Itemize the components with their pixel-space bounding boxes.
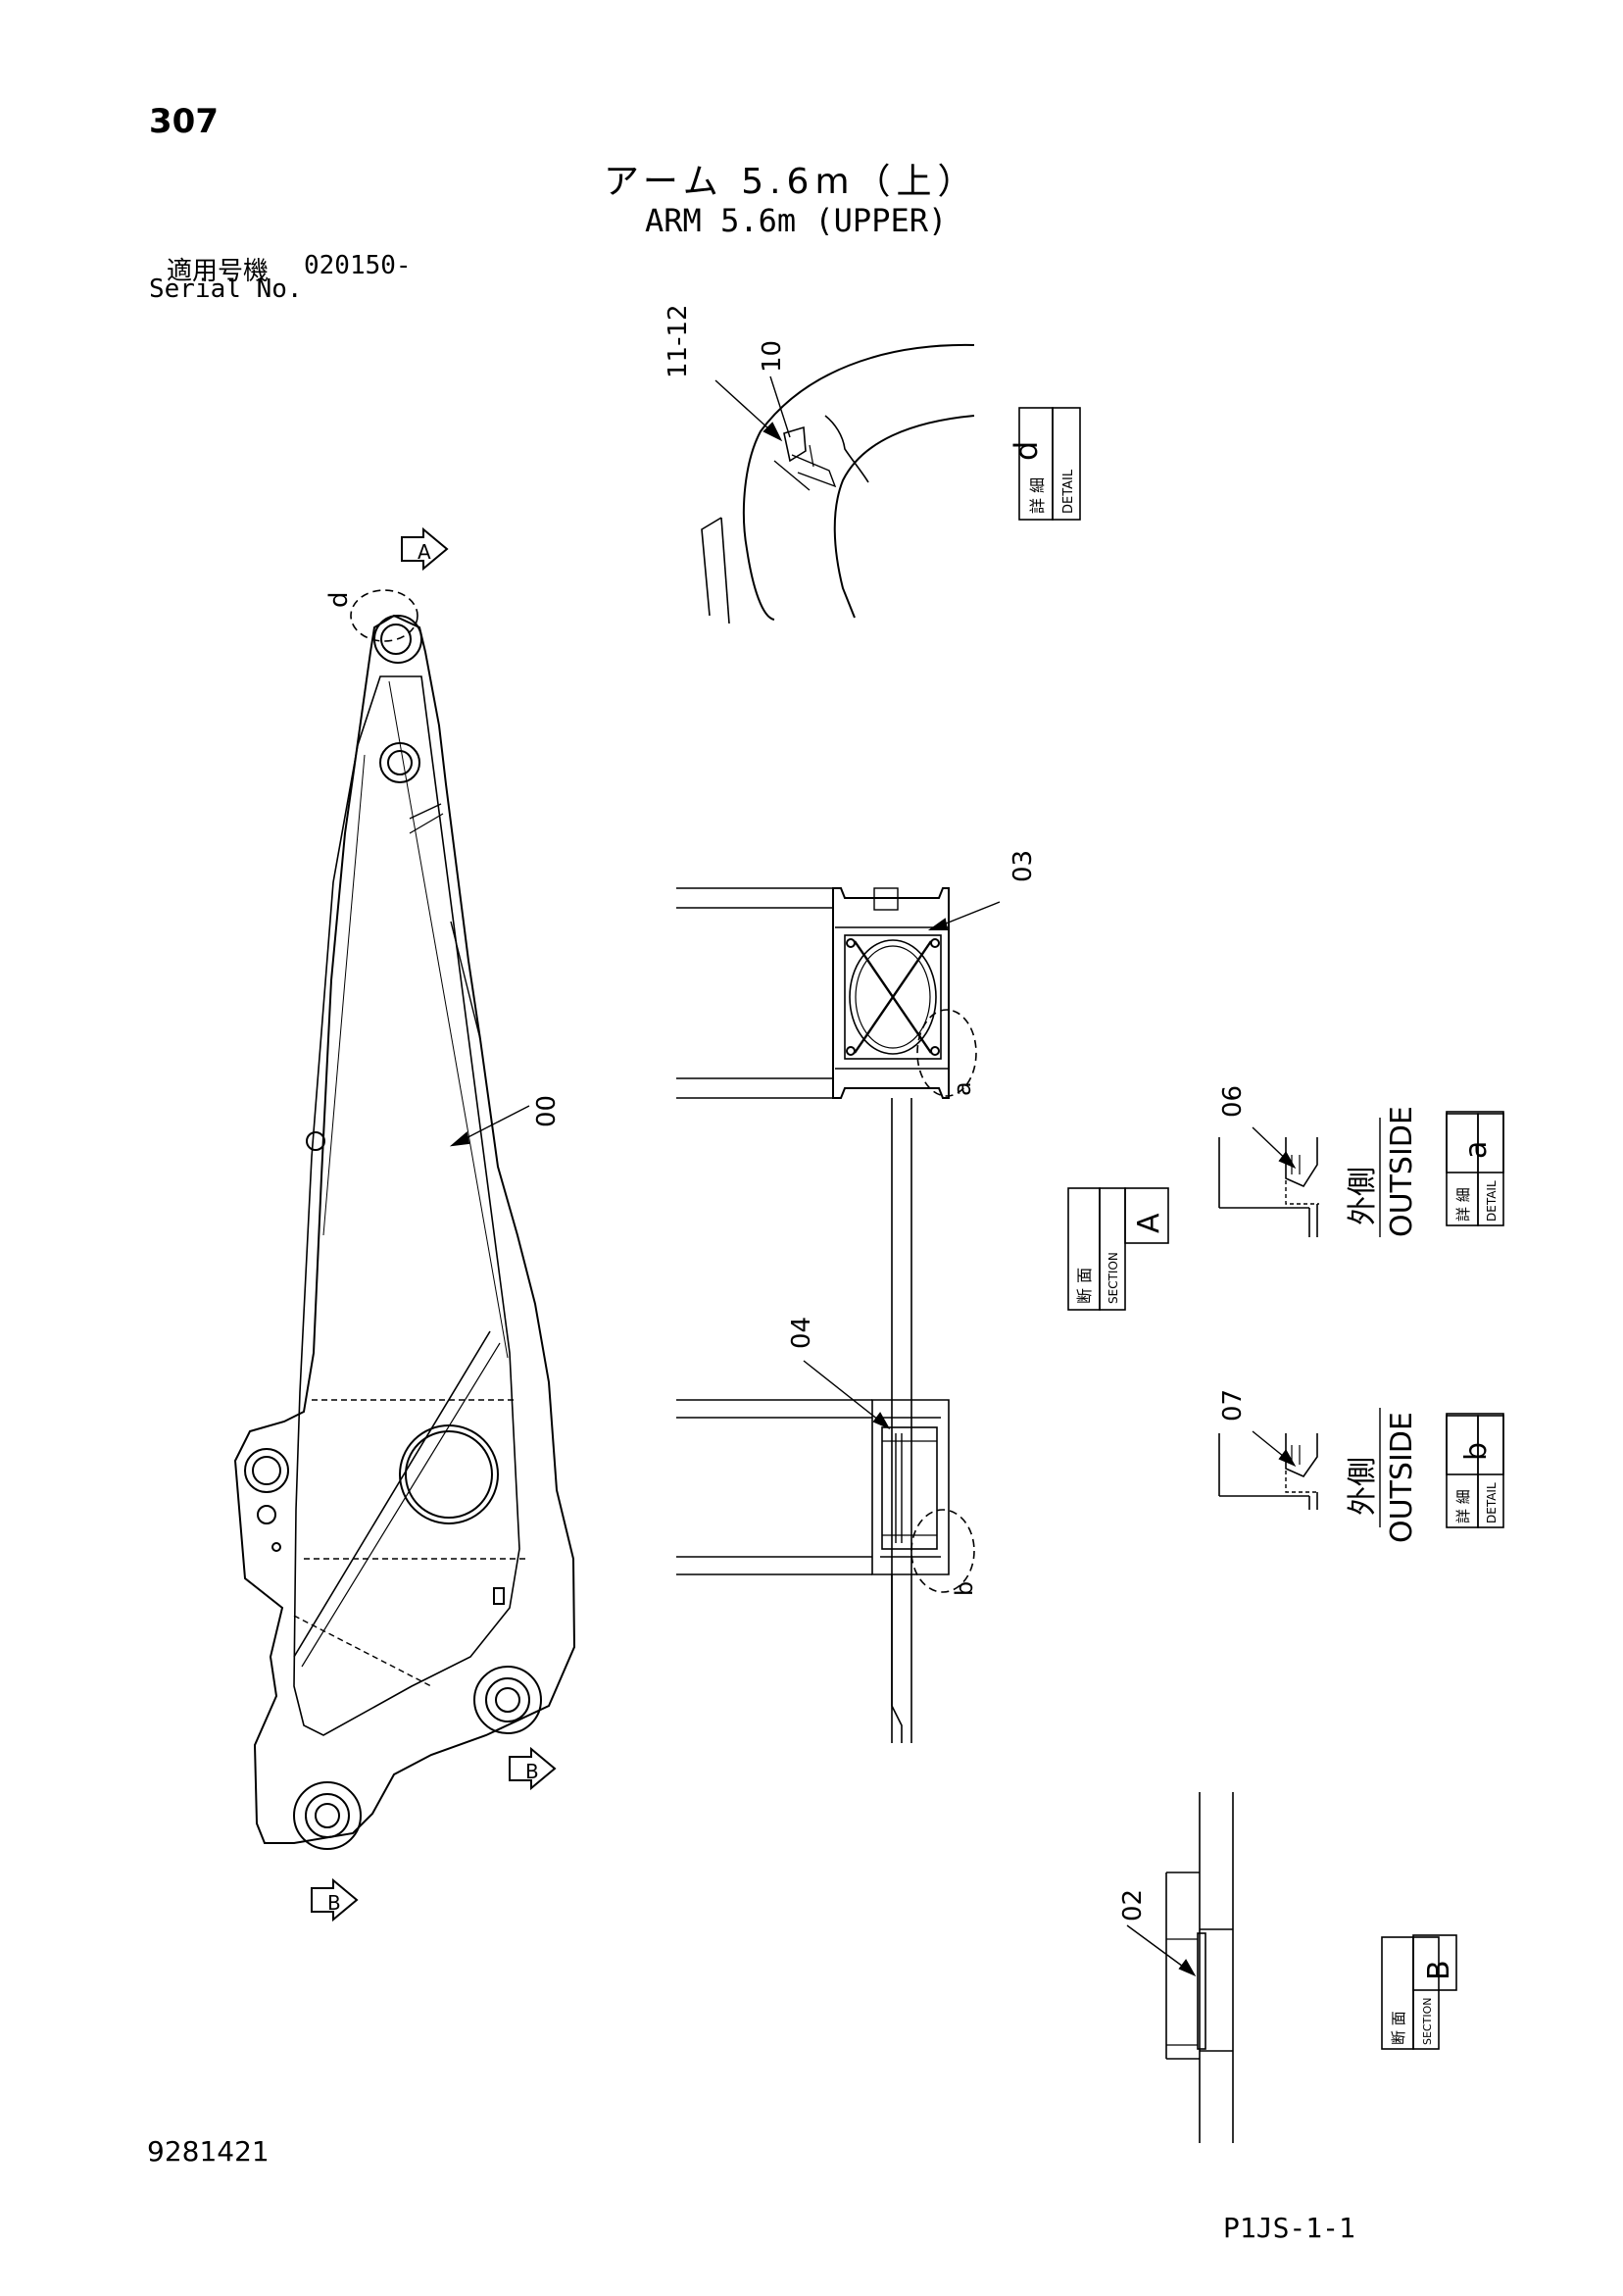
bushing-02 xyxy=(1197,1932,1206,2050)
section-b-label-box: 断 面 SECTION B xyxy=(1381,1934,1457,2050)
section-a-letter: A xyxy=(1132,1213,1166,1233)
detail-circle-a-label: a xyxy=(949,1081,976,1096)
detail-b-letter: b xyxy=(1459,1442,1494,1461)
arm-outline xyxy=(233,614,576,1844)
section-lower-housing xyxy=(871,1399,950,1575)
section-a-label-box: 断 面 SECTION A xyxy=(1067,1187,1169,1311)
detail-circle-a xyxy=(916,1009,977,1097)
title-english: ARM 5.6m (UPPER) xyxy=(645,202,948,239)
section-a-en: SECTION xyxy=(1107,1252,1120,1304)
section-a-view: a 03 xyxy=(676,850,1038,1743)
detail-circle-b xyxy=(910,1509,975,1593)
detail-b-en: DETAIL xyxy=(1485,1482,1499,1523)
section-a-jp: 断 面 xyxy=(1075,1268,1094,1304)
view-arrow-a: A xyxy=(401,526,449,572)
detail-a-letter: a xyxy=(1459,1141,1494,1159)
callout-07: 07 xyxy=(1218,1389,1248,1422)
detail-d-jp: 詳 細 xyxy=(1028,477,1047,514)
bushing-04 xyxy=(881,1426,938,1550)
section-b-view: 02 xyxy=(1118,1792,1234,2143)
serial-label-japanese: 適用号機 xyxy=(167,257,270,286)
callout-11-12: 11-12 xyxy=(664,304,693,378)
title-japanese: アーム 5.6m（上） xyxy=(604,162,979,202)
top-boss-outer xyxy=(373,615,422,664)
detail-b-label-box: 詳 細 DETAIL b xyxy=(1446,1413,1504,1528)
detail-a-en: DETAIL xyxy=(1485,1180,1499,1222)
detail-b-jp: 詳 細 xyxy=(1454,1489,1472,1523)
detail-b-side-jp: 外側 xyxy=(1346,1457,1380,1516)
detail-a-jp: 詳 細 xyxy=(1454,1187,1472,1222)
arm-side-view: d 00 xyxy=(233,589,576,1850)
detail-d-label-box: 詳 細 DETAIL d xyxy=(1008,407,1081,521)
callout-02: 02 xyxy=(1118,1889,1148,1922)
section-b-letter: B xyxy=(1422,1960,1456,1980)
detail-d-view: 11-12 10 xyxy=(664,304,975,624)
detail-d-boss-inner xyxy=(833,415,975,619)
top-boss-inner xyxy=(380,624,412,655)
arm-inner-line xyxy=(293,675,520,1736)
section-b-en: SECTION xyxy=(1421,1998,1434,2045)
detail-a-side-en: OUTSIDE xyxy=(1385,1106,1419,1237)
detail-a-side-jp: 外側 xyxy=(1346,1167,1380,1225)
detail-a-view: 06 外側 OUTSIDE xyxy=(1218,1085,1419,1237)
bushing-03 xyxy=(844,934,942,1060)
drawing-number: 9281421 xyxy=(147,2135,270,2168)
detail-circle-b-label: b xyxy=(951,1581,978,1596)
section-a-housing xyxy=(832,887,950,1099)
sheet-code: P1JS-1-1 xyxy=(1223,2212,1355,2244)
serial-label-english: Serial No. xyxy=(149,275,303,304)
detail-d-boss-outer xyxy=(742,343,975,621)
section-lower-view: b 04 xyxy=(676,1317,978,1743)
detail-a-label-box: 詳 細 DETAIL a xyxy=(1446,1111,1504,1226)
callout-03: 03 xyxy=(1008,850,1038,882)
detail-d-letter: d xyxy=(1008,441,1045,461)
view-arrow-a-label: A xyxy=(418,540,431,564)
callout-04: 04 xyxy=(787,1317,816,1349)
view-arrow-b-upper: B xyxy=(509,1746,557,1791)
callout-06: 06 xyxy=(1218,1085,1248,1118)
section-b-jp: 断 面 xyxy=(1390,2011,1407,2045)
view-arrow-b-lower: B xyxy=(311,1877,359,1922)
detail-circle-d-label: d xyxy=(324,591,354,608)
detail-b-side-en: OUTSIDE xyxy=(1385,1412,1419,1543)
detail-b-view: 07 外側 OUTSIDE xyxy=(1218,1389,1419,1543)
page-number: 307 xyxy=(149,102,219,141)
detail-d-en: DETAIL xyxy=(1061,469,1076,514)
detail-circle-d xyxy=(350,589,418,642)
serial-number-value: 020150- xyxy=(304,251,412,280)
callout-10: 10 xyxy=(758,340,787,373)
pin-hole-large xyxy=(399,1424,499,1524)
view-arrow-b-lower-label: B xyxy=(327,1891,341,1915)
callout-00: 00 xyxy=(532,1095,562,1127)
view-arrow-b-upper-label: B xyxy=(525,1760,539,1783)
